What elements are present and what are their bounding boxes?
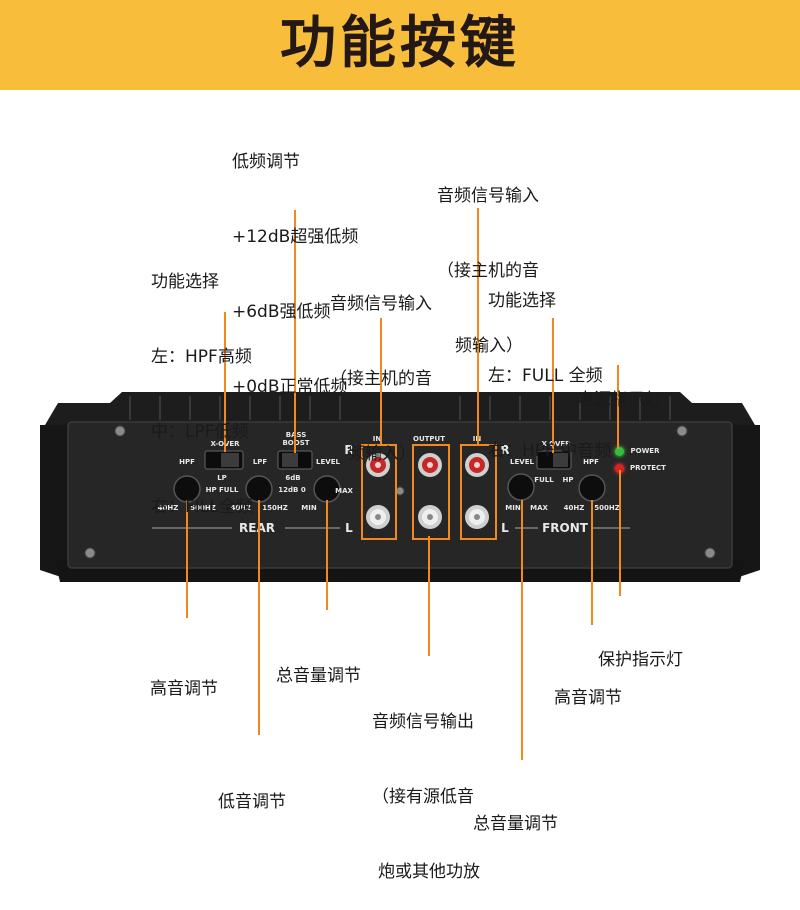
heatsink-top	[45, 392, 755, 425]
panel-label-front: FRONT	[542, 521, 588, 535]
ann-line: 频输入）	[455, 336, 523, 356]
callout-line-front-hpf	[591, 500, 593, 625]
ann-line: 左：FULL 全频	[488, 366, 603, 386]
protect-led	[615, 464, 624, 473]
panel-label-min-front: MIN	[505, 504, 521, 512]
panel-label-40hz-rear-lpf: 40HZ	[230, 504, 252, 512]
rear-knobs	[173, 475, 341, 503]
ann-line: 左：HPF高频	[151, 347, 252, 367]
ann-line: 高音调节	[150, 679, 218, 699]
annotation-protect-led: 保护指示灯	[598, 598, 683, 698]
annotation-bass-boost: 低频调节 +12dB超强低频 +6dB强低频 +0dB正常低频	[232, 100, 358, 425]
annotation-rear-level: 总音量调节	[276, 614, 361, 714]
ann-line: 电源指示灯	[577, 390, 662, 410]
ann-line: 频输入）	[348, 444, 416, 464]
front-input-box	[460, 444, 497, 540]
panel-label-bass-boost: BASS BOOST	[282, 431, 310, 447]
panel-label-hpf-front: HPF	[583, 458, 599, 466]
annotation-front-level: 总音量调节	[473, 762, 558, 862]
output-box	[412, 444, 450, 540]
callout-line-front-level	[521, 500, 523, 760]
ann-line: 炮或其他功放	[378, 862, 480, 882]
rca-jacks	[366, 453, 489, 529]
panel-label-bass-6db: 6dB	[285, 474, 301, 482]
amplifier-image	[40, 392, 760, 582]
page-title: 功能按键	[280, 11, 520, 76]
ann-line: 低音调节	[218, 792, 286, 812]
annotation-power-led: 电源指示灯	[577, 338, 662, 438]
panel-label-power: POWER	[630, 447, 660, 455]
power-led	[615, 447, 624, 456]
panel-label-rear-switch-marks: HP FULL	[205, 486, 239, 494]
callout-line-rear-input	[380, 318, 382, 445]
ann-line: +12dB超强低频	[232, 227, 359, 247]
panel-label-40hz-rear-hpf: 40HZ	[157, 504, 179, 512]
panel-label-500hz-front: 500HZ	[594, 504, 620, 512]
panel-label-level-front: LEVEL	[510, 458, 534, 466]
panel-label-lpf-rear: LPF	[252, 458, 268, 466]
panel-label-bass-12db: 12dB 0	[278, 486, 306, 494]
panel-label-max-rear: MAX	[335, 487, 353, 495]
ann-line: 总音量调节	[276, 666, 361, 686]
panel-label-rear: REAR	[239, 521, 275, 535]
annotation-rear-hpf: 高音调节	[150, 627, 218, 727]
annotation-rear-lpf: 低音调节	[218, 740, 286, 840]
panel-label-in-rear: IN	[372, 435, 382, 443]
callout-line-rear-hpf	[186, 500, 188, 618]
panel-label-l-front: L	[501, 521, 509, 535]
panel-label-hp-front: HP	[562, 476, 574, 484]
panel-label-hpf-rear: HPF	[179, 458, 195, 466]
callout-line-rear-level	[326, 500, 328, 610]
flange-right	[730, 425, 760, 580]
annotation-front-xover: 功能选择 左：FULL 全频 右：HPF 中音频	[488, 239, 611, 489]
callout-line-front-input	[477, 208, 479, 445]
ann-line: 总音量调节	[473, 814, 558, 834]
panel-label-max-front: MAX	[530, 504, 548, 512]
ann-line: +6dB强低频	[232, 302, 331, 322]
ann-line: 功能选择	[488, 291, 556, 311]
callout-line-bass-boost	[294, 210, 296, 453]
ann-line: 音频信号输入	[437, 186, 539, 206]
title-banner: 功能按键	[0, 0, 800, 90]
panel-label-level-rear: LEVEL	[316, 458, 340, 466]
ann-line: 音频信号输入	[330, 294, 432, 314]
rear-input-box	[361, 444, 397, 540]
panel-label-r-front: R	[500, 443, 510, 457]
annotation-rear-input: 音频信号输入 （接主机的音 频输入）	[330, 242, 432, 492]
panel-label-l-rear: L	[345, 521, 353, 535]
annotation-rear-xover: 功能选择 左：HPF高频 中：LPF低频 右：FILL全频	[151, 220, 253, 545]
annotation-front-hpf: 高音调节	[554, 636, 622, 736]
panel-label-500hz-rear: 500HZ	[190, 504, 216, 512]
annotation-front-input: 音频信号输入 （接主机的音 频输入）	[437, 134, 539, 384]
ann-line: （接有源低音	[372, 787, 474, 807]
panel-label-r-rear: R	[344, 443, 354, 457]
ann-line: 右：HPF 中音频	[488, 441, 612, 461]
callout-line-rear-xover	[224, 312, 226, 452]
callout-line-rear-lpf	[258, 500, 260, 735]
ann-line: +0dB正常低频	[232, 377, 348, 397]
panel-label-150hz: 150HZ	[262, 504, 288, 512]
annotation-output: 音频信号输出 （接有源低音 炮或其他功放	[372, 660, 480, 910]
ann-line: 音频信号输出	[372, 712, 474, 732]
panel-label-full-front: FULL	[534, 476, 554, 484]
ann-line: 高音调节	[554, 688, 622, 708]
panel-label-protect: PROTECT	[630, 464, 666, 472]
callout-line-output	[428, 536, 430, 656]
callout-line-protect-led	[619, 470, 621, 596]
callout-line-power-led	[617, 365, 619, 449]
ann-line: 保护指示灯	[598, 650, 683, 670]
ann-line: 中：LPF低频	[151, 422, 249, 442]
ann-line: 低频调节	[232, 152, 300, 172]
ann-line: （接主机的音	[437, 261, 539, 281]
flange-left	[40, 425, 70, 580]
panel-label-min-rear: MIN	[301, 504, 317, 512]
ann-line: 功能选择	[151, 272, 219, 292]
panel-label-rear-switch-mid: LP	[217, 474, 227, 482]
panel-label-40hz-front: 40HZ	[563, 504, 585, 512]
callout-line-front-xover	[552, 318, 554, 453]
ann-line: 右：FILL全频	[151, 497, 253, 517]
panel-label-x-over-front: X-OVER	[541, 440, 571, 448]
panel-label-output: OUTPUT	[413, 435, 445, 443]
ann-line: （接主机的音	[330, 369, 432, 389]
